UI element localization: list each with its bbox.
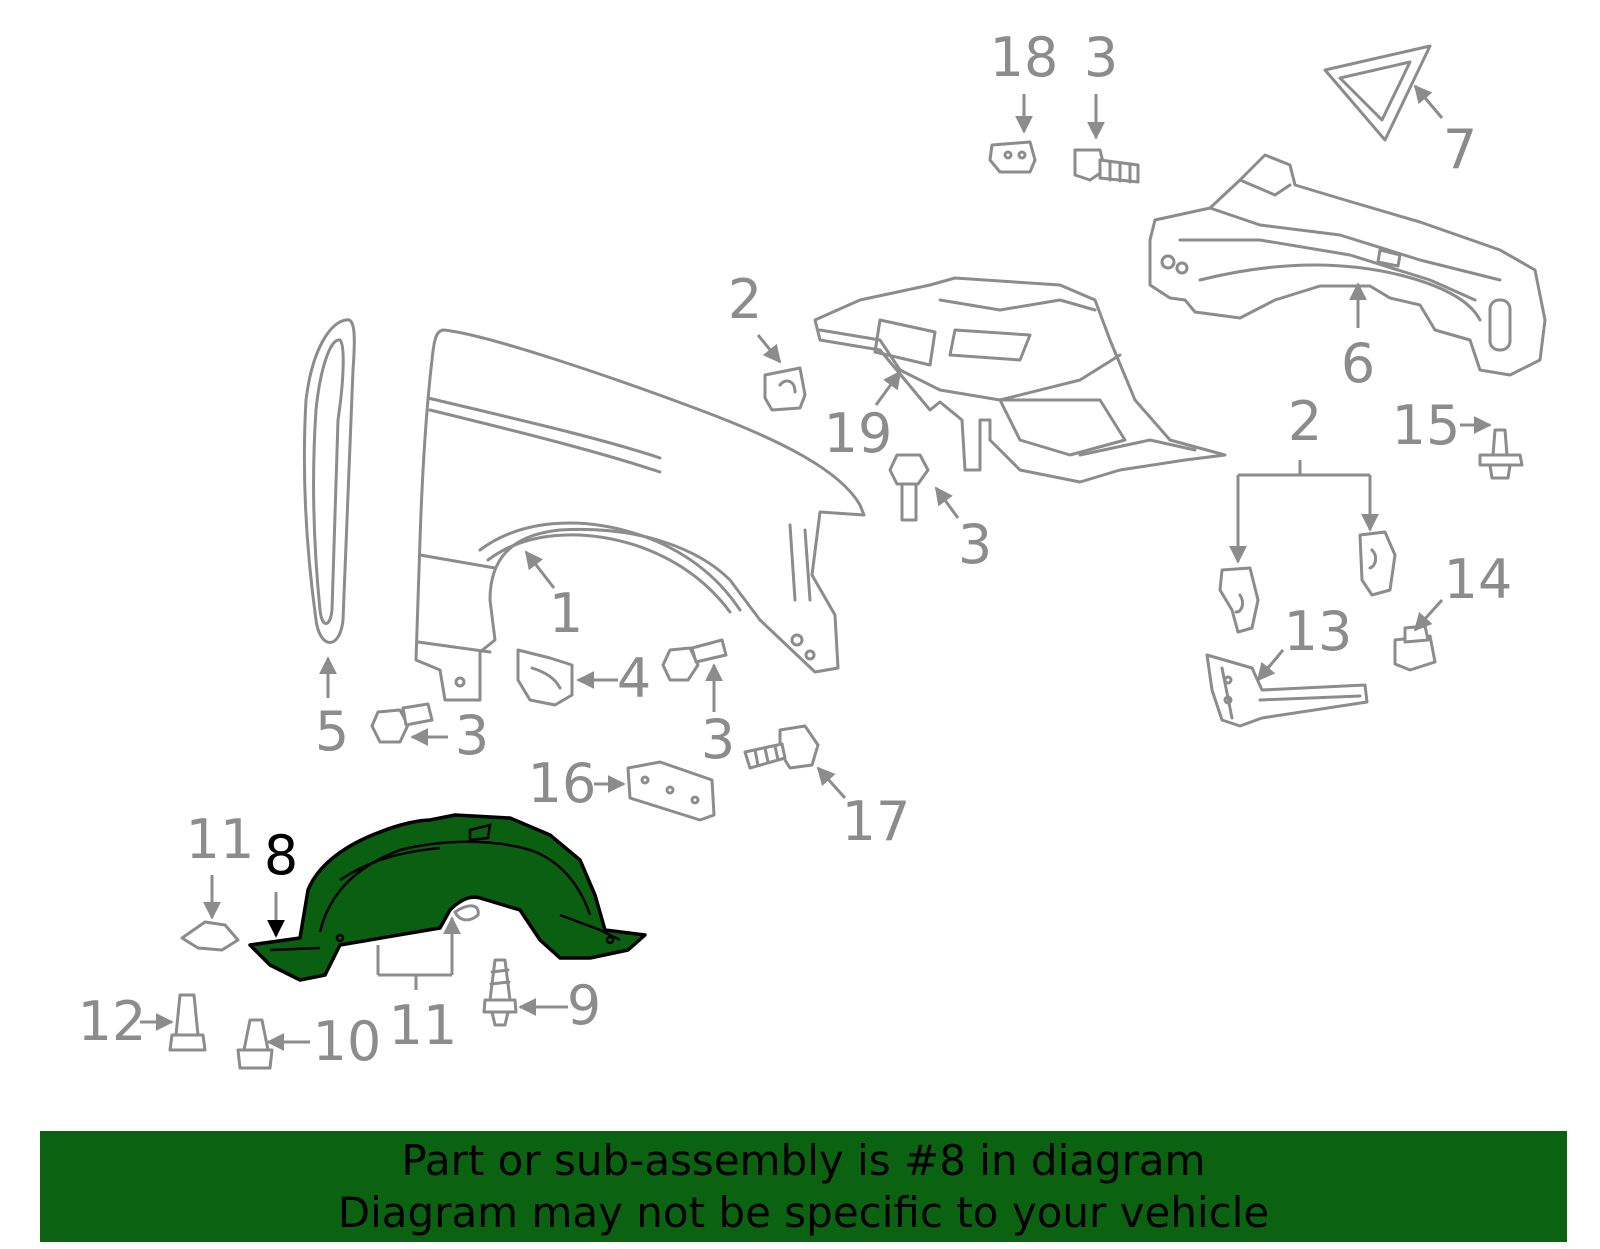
fender-seal-part [302,318,356,644]
callout-fender: 1 [549,582,583,645]
bolt-17-part [743,724,820,770]
nut-11-part [180,920,240,952]
part-notice-banner: Part or sub-assembly is #8 in diagram Di… [40,1131,1567,1242]
triangle-part [1323,44,1432,142]
callout-seal-5: 5 [315,700,349,763]
callout-bolt-17: 17 [842,790,911,853]
callout-bolt-b: 3 [958,513,992,576]
wheelhouse-liner-part [248,813,647,982]
apron-part [1148,153,1547,377]
callout-nut-b: 2 [1288,390,1322,453]
clip-12-part [168,993,207,1052]
bolt-4-part [661,638,728,682]
callout-liner-8: 8 [264,824,298,887]
leader-lines [140,84,1492,1051]
callout-bracket-13: 13 [1284,600,1353,663]
radiator-support-part [813,276,1227,484]
callout-triangle-7: 7 [1443,118,1477,181]
callout-apron-6: 6 [1341,332,1375,395]
banner-line-disclaimer: Diagram may not be specific to your vehi… [337,1187,1270,1237]
callout-bolt-a: 3 [1084,26,1118,89]
bolt-top-part [1073,148,1140,184]
nuts-2-right-part [1218,530,1397,634]
callout-clip-10: 10 [313,1010,382,1073]
bolt-5-part [370,702,434,744]
fender-part [414,328,866,702]
plate-16-part [626,760,716,822]
callout-clip-18: 18 [990,26,1059,89]
clip-10-part [236,1018,274,1070]
clip-18-part [988,140,1037,174]
nut-11-under-part [453,904,480,922]
callout-clip-12: 12 [78,990,147,1053]
bolt-15-part [1478,428,1524,480]
screw-9-part [482,958,518,1027]
bolt-19-part [888,453,930,522]
callout-bolt-c: 3 [455,704,489,767]
callout-bolt-15: 15 [1392,394,1461,457]
callout-nut-14: 14 [1444,548,1513,611]
callout-nut-11-a: 11 [186,808,255,871]
callout-nut-11-b: 11 [389,994,458,1057]
nut-14-part [1393,624,1437,672]
callout-bolt-d: 3 [701,708,735,771]
nut-2-part [763,366,807,412]
bracket-13-part [1205,653,1369,728]
callout-support-19: 19 [824,402,893,465]
callout-plate-16: 16 [528,752,597,815]
callout-nut-a: 2 [728,268,762,331]
banner-line-part: Part or sub-assembly is #8 in diagram [401,1135,1206,1185]
callout-labels: 1 2 2 3 3 3 3 3 4 5 6 7 8 9 10 11 11 12 … [78,26,1513,1073]
callout-bracket-4: 4 [617,647,651,710]
bracket-4-part [516,648,574,707]
callout-screw-9: 9 [567,974,601,1037]
